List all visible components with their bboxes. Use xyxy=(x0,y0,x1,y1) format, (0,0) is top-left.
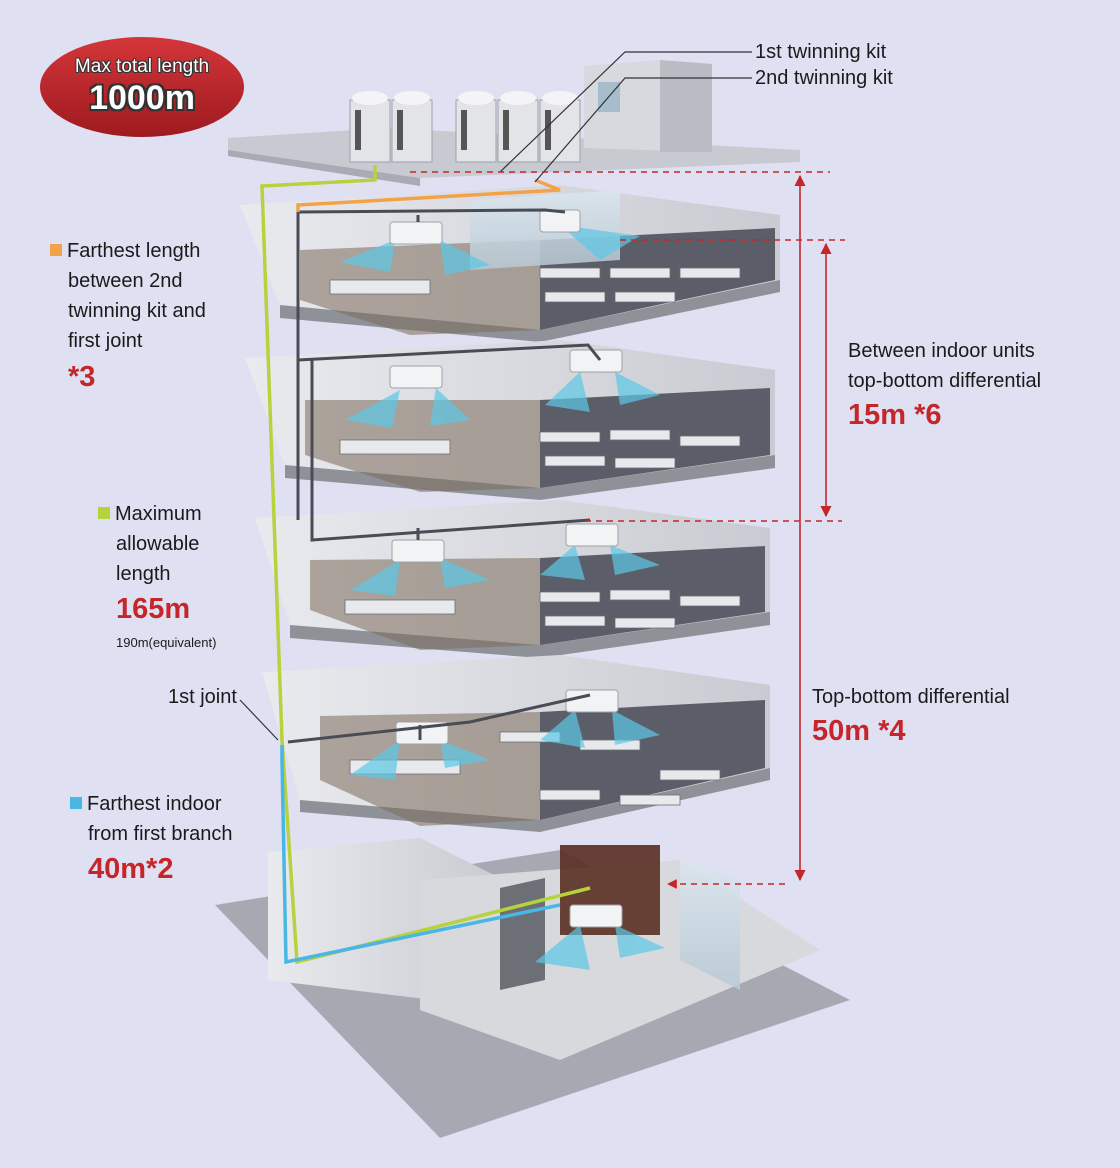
legend-farthest-indoor-line-1: Farthest indoor xyxy=(70,789,222,819)
floor-stack xyxy=(240,185,820,1060)
legend-farthest-twinning-line-3: twinning kit and xyxy=(68,300,206,322)
dimension-lines xyxy=(410,171,845,889)
badge-value: 1000m xyxy=(89,79,195,117)
office-furniture xyxy=(329,267,741,806)
legend-max-allowable-line-3: length xyxy=(116,563,171,585)
top-bottom-value: 50m *4 xyxy=(812,715,906,747)
twinning-kit-leaders xyxy=(499,51,752,183)
legend-farthest-indoor-line-2: from first branch xyxy=(88,823,233,845)
pipe-farthest-indoor xyxy=(280,745,561,965)
legend-max-allowable-line-2: allowable xyxy=(116,533,200,555)
legend-farthest-twinning-line-4: first joint xyxy=(68,330,143,352)
legend-max-allowable-value: 165m xyxy=(116,593,191,625)
outdoor-units xyxy=(349,91,581,163)
max-length-badge-text: Max total length 1000m xyxy=(42,56,242,118)
indoor-units xyxy=(340,209,665,970)
first-joint-leader xyxy=(239,699,279,741)
twinning-kit-2-label: 2nd twinning kit xyxy=(755,67,893,89)
max-length-badge xyxy=(40,37,244,137)
green-swatch xyxy=(98,507,110,519)
legend-max-allowable-note: 190m(equivalent) xyxy=(116,635,217,650)
blue-swatch xyxy=(70,797,82,809)
legend-max-allowable-line-1: Maximum xyxy=(98,499,202,529)
top-bottom-label: Top-bottom differential xyxy=(812,686,1010,708)
orange-swatch xyxy=(50,244,62,256)
legend-farthest-indoor-value: 40m*2 xyxy=(88,853,174,885)
indoor-differential-line-1: Between indoor units xyxy=(848,340,1035,362)
indoor-differential-line-2: top-bottom differential xyxy=(848,370,1042,392)
badge-title: Max total length xyxy=(74,56,210,77)
legend-farthest-twinning-line-2: between 2nd xyxy=(68,270,183,292)
legend-farthest-twinning-value: *3 xyxy=(68,361,96,393)
pipe-farthest-twinning xyxy=(296,178,561,212)
first-joint-label: 1st joint xyxy=(168,686,237,708)
legend-farthest-twinning-line-1: Farthest length xyxy=(50,236,200,266)
indoor-differential-value: 15m *6 xyxy=(848,399,942,431)
indoor-piping xyxy=(287,208,602,744)
twinning-kit-1-label: 1st twinning kit xyxy=(755,41,887,63)
